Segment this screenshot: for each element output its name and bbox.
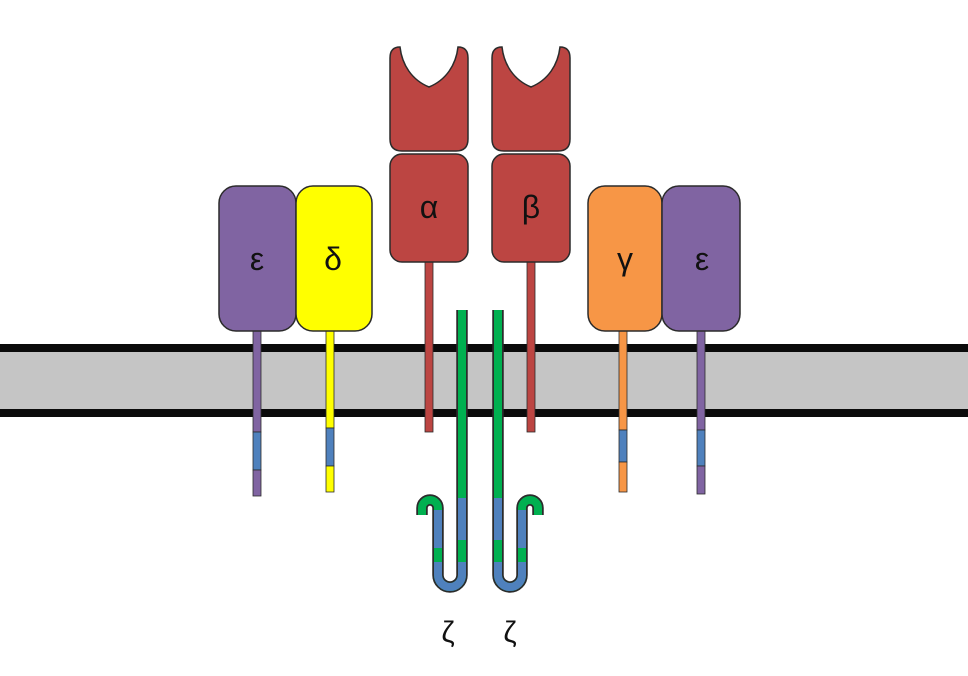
- itam-segment: [434, 562, 466, 591]
- membrane-bottom-border: [0, 409, 968, 417]
- beta-top-domain: [491, 46, 571, 152]
- itam-segment: [618, 429, 628, 463]
- stalk-segment: [325, 329, 335, 429]
- delta-body: [295, 185, 373, 332]
- itam-segment: [325, 427, 335, 467]
- itam-segment: [696, 429, 706, 467]
- membrane-top-border: [0, 344, 968, 352]
- alpha-top-domain: [389, 46, 469, 152]
- stalk-segment: [618, 461, 628, 493]
- epsilon-left-stalk: [252, 329, 262, 497]
- membrane-band: [0, 352, 968, 409]
- epsilon-right-body: [661, 185, 741, 332]
- gamma-label: γ: [617, 241, 633, 277]
- beta-subunit: β: [491, 46, 571, 433]
- stalk-segment: [696, 329, 706, 431]
- epsilon-left-label: ε: [250, 241, 264, 277]
- beta-bottom-domain: [491, 153, 571, 263]
- epsilon-right-stalk: [696, 329, 706, 495]
- beta-stalk: [526, 261, 536, 433]
- gamma-stalk: [618, 329, 628, 493]
- gamma-subunit: γ: [587, 185, 663, 493]
- zeta-left-label: ζ: [441, 616, 454, 649]
- beta-label: β: [522, 189, 540, 225]
- stalk-segment: [696, 465, 706, 495]
- delta-label: δ: [324, 241, 342, 277]
- zeta-right-subunit: ζ: [492, 310, 544, 649]
- alpha-stalk: [424, 261, 434, 433]
- alpha-label: α: [420, 189, 439, 225]
- itam-segment: [494, 562, 526, 591]
- zeta-right-label: ζ: [503, 616, 516, 649]
- delta-stalk: [325, 329, 335, 493]
- stalk-segment: [618, 329, 628, 431]
- epsilon-right-subunit: ε: [661, 185, 741, 495]
- stalk-segment: [252, 329, 262, 433]
- delta-subunit: δ: [295, 185, 373, 493]
- epsilon-right-label: ε: [695, 241, 709, 277]
- itam-segment: [252, 431, 262, 471]
- alpha-subunit: α: [389, 46, 469, 433]
- zeta-left-subunit: ζ: [416, 310, 468, 649]
- epsilon-left-subunit: ε: [218, 185, 297, 497]
- stalk-segment: [325, 465, 335, 493]
- alpha-bottom-domain: [389, 153, 469, 263]
- stalk-segment: [252, 469, 262, 497]
